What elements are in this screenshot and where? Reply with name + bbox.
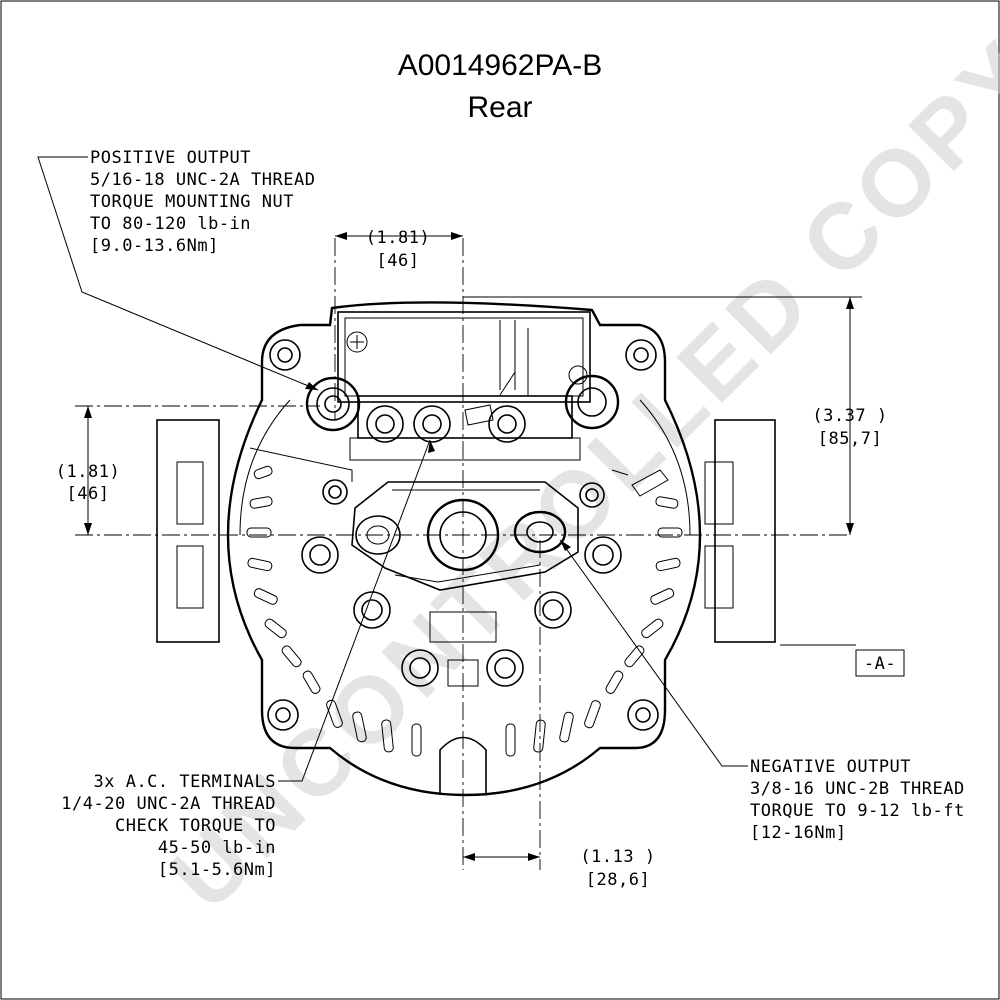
dim-left-mm: [46] xyxy=(67,484,110,504)
dimension-right: (3.37 ) [85,7] xyxy=(812,297,887,535)
dim-right-mm: [85,7] xyxy=(818,429,882,449)
dimension-left: (1.81) [46] xyxy=(56,406,120,535)
datum-label: -A- xyxy=(864,654,896,674)
dim-top-mm: [46] xyxy=(377,251,420,271)
center-lines xyxy=(75,238,862,870)
positive-output-line-5: [9.0-13.6Nm] xyxy=(90,236,219,256)
positive-output-line-1: POSITIVE OUTPUT xyxy=(90,148,251,168)
ac-terminals-line-4: 45-50 lb-in xyxy=(158,838,276,858)
negative-output-note: NEGATIVE OUTPUT 3/8-16 UNC-2B THREAD TOR… xyxy=(750,757,965,843)
dimension-top: (1.81) [46] xyxy=(335,228,463,271)
negative-output-line-1: NEGATIVE OUTPUT xyxy=(750,757,911,777)
part-number-title: A0014962PA-B xyxy=(398,49,603,82)
negative-output-line-4: [12-16Nm] xyxy=(750,823,847,843)
dim-left-inch: (1.81) xyxy=(56,462,120,482)
alternator-rear-view xyxy=(156,301,776,797)
ac-terminals-line-5: [5.1-5.6Nm] xyxy=(158,860,276,880)
ac-terminals-line-3: CHECK TORQUE TO xyxy=(115,816,276,836)
datum-a: -A- xyxy=(780,644,905,677)
positive-output-line-2: 5/16-18 UNC-2A THREAD xyxy=(90,170,315,190)
positive-output-line-4: TO 80-120 lb-in xyxy=(90,214,251,234)
dim-right-inch: (3.37 ) xyxy=(812,406,887,426)
dimension-bottom: (1.13 ) [28,6] xyxy=(463,847,655,890)
ac-terminals-note: 3x A.C. TERMINALS 1/4-20 UNC-2A THREAD C… xyxy=(61,772,277,880)
ac-terminals-line-2: 1/4-20 UNC-2A THREAD xyxy=(61,794,276,814)
negative-output-line-3: TORQUE TO 9-12 lb-ft xyxy=(750,801,965,821)
ac-terminals-line-1: 3x A.C. TERMINALS xyxy=(94,772,277,792)
negative-output-line-2: 3/8-16 UNC-2B THREAD xyxy=(750,779,965,799)
leader-lines xyxy=(37,156,748,782)
view-subtitle: Rear xyxy=(467,91,532,124)
dim-bottom-mm: [28,6] xyxy=(586,870,650,890)
dim-top-inch: (1.81) xyxy=(366,228,430,248)
dim-bottom-inch: (1.13 ) xyxy=(580,847,655,867)
positive-output-line-3: TORQUE MOUNTING NUT xyxy=(90,192,294,212)
positive-output-note: POSITIVE OUTPUT 5/16-18 UNC-2A THREAD TO… xyxy=(90,148,315,256)
